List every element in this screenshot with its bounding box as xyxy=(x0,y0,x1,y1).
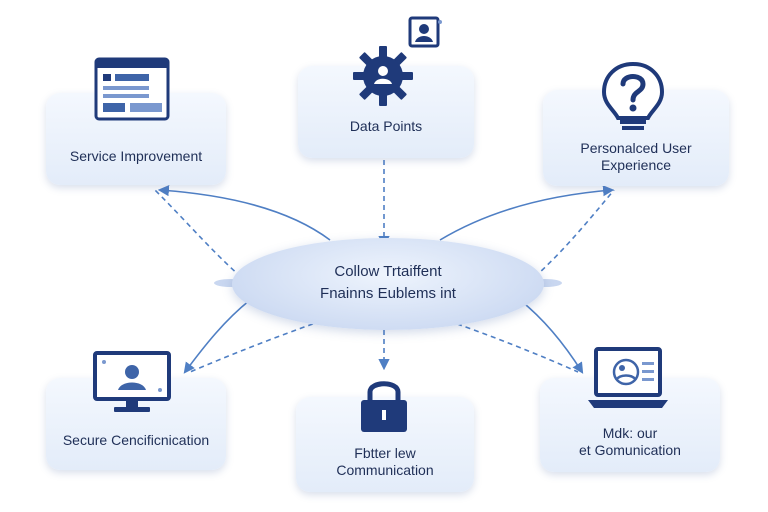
arrow-hub-to-make-dashed xyxy=(439,317,579,373)
node-secure-label: Secure Cencificnication xyxy=(62,432,210,448)
profile-badge-icon xyxy=(408,16,442,48)
arrow-hub-to-personal-solid xyxy=(439,185,615,241)
hub-right-tip xyxy=(528,279,562,287)
node-make-communication: Mdk: our et Gomunication xyxy=(540,378,720,472)
arrow-hub-to-service-solid xyxy=(157,185,331,241)
node-personal-label: Personalced User Experience xyxy=(543,140,729,174)
node-service-label: Service Improvement xyxy=(69,148,203,164)
node-make-label: Mdk: our et Gomunication xyxy=(540,425,720,459)
arrow-hub-to-service-dashed xyxy=(154,189,249,284)
node-fbtter-line-1: Fbtter lew xyxy=(354,445,416,461)
question-bulb-icon xyxy=(601,61,665,130)
arrow-hub-to-make-solid xyxy=(519,299,584,374)
hub-line-1: Collow Trtaiffent xyxy=(334,263,442,280)
hub-line-2: Fnainns Eublems int xyxy=(320,285,456,302)
hub-ellipse: Collow Trtaiffent Fnainns Eublems int xyxy=(232,238,544,330)
node-fbtter-line-2: Communication xyxy=(336,462,434,478)
monitor-icon xyxy=(93,351,171,412)
node-personalized-experience: Personalced User Experience xyxy=(543,90,729,186)
node-make-line-2: et Gomunication xyxy=(579,442,681,458)
node-fbtter-label: Fbtter lew Communication xyxy=(296,445,474,479)
arrow-hub-to-secure-dashed xyxy=(189,317,331,373)
padlock-icon xyxy=(361,381,407,432)
arrow-hub-to-secure-solid xyxy=(183,299,251,374)
node-data-label: Data Points xyxy=(349,118,423,134)
hub-left-tip xyxy=(214,279,248,287)
gear-icon xyxy=(353,46,413,106)
node-personal-line-1: Personalced User xyxy=(580,140,692,156)
laptop-icon xyxy=(588,347,668,408)
browser-window-icon xyxy=(94,57,170,121)
node-make-line-1: Mdk: our xyxy=(602,425,658,441)
node-personal-line-2: Experience xyxy=(600,157,672,173)
